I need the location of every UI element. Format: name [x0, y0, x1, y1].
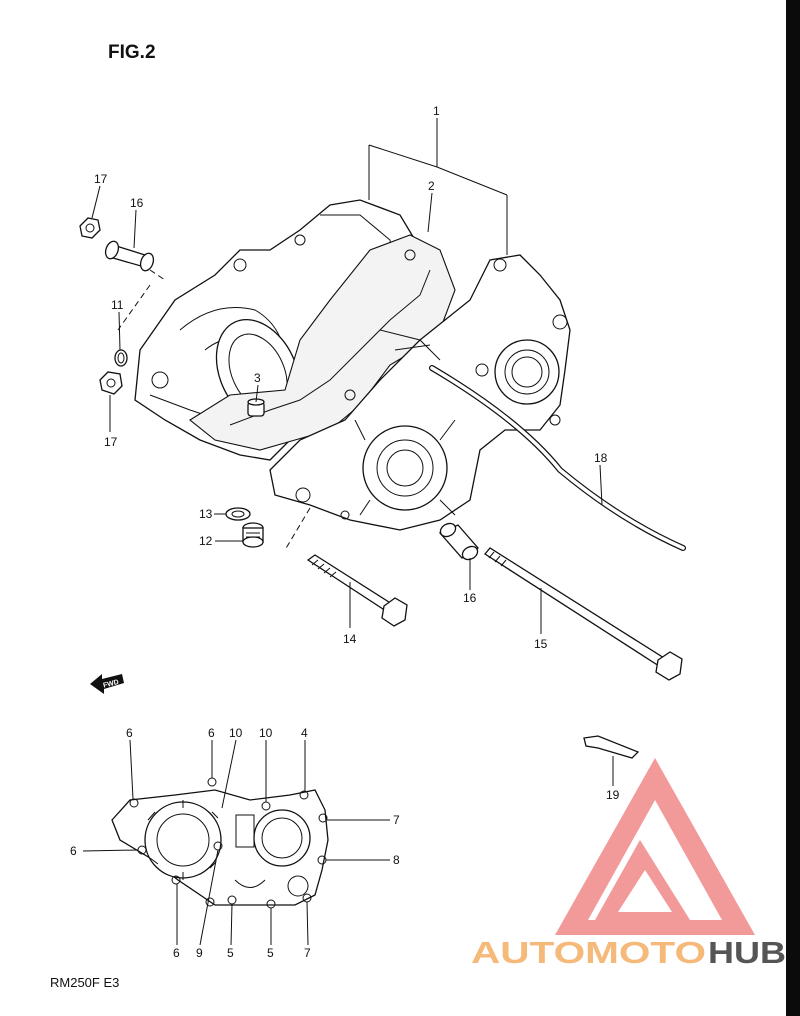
crankcase-bolt-layout	[111, 777, 329, 909]
callout-10-a: 10	[229, 726, 243, 740]
fwd-arrow: FWD	[90, 674, 124, 694]
callout-5-a: 5	[227, 946, 234, 960]
callout-16-upper: 16	[130, 196, 144, 210]
watermark-logo	[555, 758, 755, 935]
leader-lines	[82, 118, 614, 946]
callout-19: 19	[606, 788, 620, 802]
callout-4: 4	[301, 726, 308, 740]
drain-washer	[225, 507, 251, 521]
crankcase-assembly	[134, 199, 571, 531]
model-code: RM250F E3	[50, 975, 119, 990]
callout-2: 2	[428, 179, 435, 193]
callout-6-a: 6	[126, 726, 133, 740]
callout-5-b: 5	[267, 946, 274, 960]
clamp-19	[583, 735, 640, 759]
watermark-text-b: HUB	[708, 935, 786, 970]
spacer-lower	[438, 522, 479, 561]
callout-1: 1	[433, 104, 440, 118]
watermark-text-a: AUTOMOTO	[471, 935, 706, 970]
callout-18: 18	[594, 451, 608, 465]
callout-7-b: 7	[304, 946, 311, 960]
callout-14: 14	[343, 632, 357, 646]
callout-16-lower: 16	[463, 591, 477, 605]
callout-7-a: 7	[393, 813, 400, 827]
callout-13: 13	[199, 507, 213, 521]
callout-9: 9	[196, 946, 203, 960]
spacer-upper	[104, 240, 155, 272]
figure-title: FIG.2	[108, 42, 156, 63]
callout-10-b: 10	[259, 726, 273, 740]
callout-labels: 1 2 3 17 16 11 17 13 12 14 16 15 18 19 6…	[70, 104, 620, 960]
fwd-arrow-label: FWD	[102, 679, 119, 690]
callout-17-upper: 17	[94, 172, 108, 186]
callout-8: 8	[393, 853, 400, 867]
bolt-15	[484, 547, 683, 681]
drain-plug	[242, 522, 264, 548]
nut-upper	[79, 217, 101, 239]
callout-12: 12	[199, 534, 213, 548]
scan-edge-bar	[786, 0, 800, 1016]
o-ring-11	[114, 349, 128, 367]
callout-17-lower: 17	[104, 435, 118, 449]
callout-6-d: 6	[173, 946, 180, 960]
callout-15: 15	[534, 637, 548, 651]
callout-6-c: 6	[70, 844, 77, 858]
callout-3: 3	[254, 371, 261, 385]
nut-lower	[99, 371, 123, 395]
callout-6-b: 6	[208, 726, 215, 740]
callout-11: 11	[111, 298, 124, 312]
bolt-14	[306, 554, 408, 627]
